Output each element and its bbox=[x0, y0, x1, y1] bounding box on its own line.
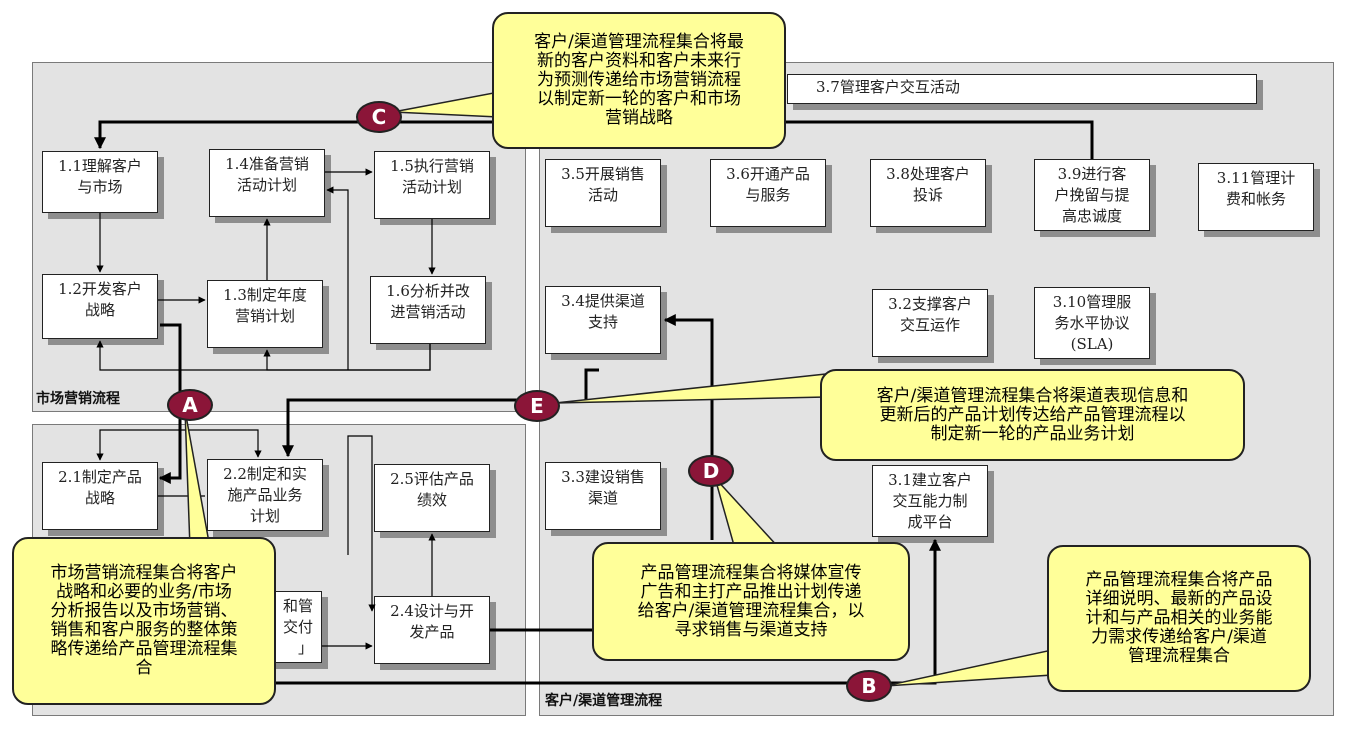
box-1-6-analyze-improve-marketing[interactable]: 1.6分析并改 进营销活动 bbox=[370, 276, 486, 344]
callout-a: 市场营销流程集合将客户 战略和必要的业务/市场 分析报告以及市场营销、 销售和客… bbox=[12, 537, 276, 705]
box-3-4-channel-support[interactable]: 3.4提供渠道 支持 bbox=[545, 286, 661, 354]
callout-e: 客户/渠道管理流程集合将渠道表现信息和 更新后的产品计划传达给产品管理流程以 制… bbox=[820, 369, 1245, 461]
box-3-7-manage-customer-interaction[interactable]: 3.7管理客户交互活动 bbox=[787, 74, 1257, 104]
marker-a: A bbox=[167, 389, 213, 421]
callout-c: 客户/渠道管理流程集合将最 新的客户资料和客户未来行 为预测传递给市场营销流程 … bbox=[492, 12, 786, 149]
box-3-1-customer-interaction-platform[interactable]: 3.1建立客户 交互能力制 成平台 bbox=[872, 465, 988, 537]
marker-b: B bbox=[846, 670, 892, 702]
callout-d: 产品管理流程集合将媒体宣传 广告和主打产品推出计划传递 给客户/渠道管理流程集合… bbox=[592, 542, 910, 661]
customer-panel-title: 客户/渠道管理流程 bbox=[545, 693, 663, 709]
box-3-11-billing-accounts[interactable]: 3.11管理计 费和帐务 bbox=[1198, 163, 1314, 231]
box-2-4-design-develop-product[interactable]: 2.4设计与开 发产品 bbox=[374, 596, 490, 664]
box-1-1-understand-customer-market[interactable]: 1.1理解客户 与市场 bbox=[42, 151, 158, 213]
box-1-5-execute-campaign-plan[interactable]: 1.5执行营销 活动计划 bbox=[374, 151, 490, 219]
box-3-2-support-interaction-ops[interactable]: 3.2支撑客户 交互运作 bbox=[872, 289, 988, 357]
marker-c: C bbox=[356, 101, 402, 133]
box-1-2-develop-customer-strategy[interactable]: 1.2开发客户 战略 bbox=[42, 274, 158, 339]
marker-e: E bbox=[514, 390, 560, 422]
marker-d: D bbox=[688, 455, 734, 487]
marketing-panel-title: 市场营销流程 bbox=[36, 391, 120, 407]
box-3-6-provision-products-services[interactable]: 3.6开通产品 与服务 bbox=[710, 159, 826, 227]
box-1-3-annual-marketing-plan[interactable]: 1.3制定年度 营销计划 bbox=[207, 280, 323, 348]
box-2-2-product-business-plan[interactable]: 2.2制定和实 施产品业务 计划 bbox=[207, 459, 323, 531]
box-3-9-retention-loyalty[interactable]: 3.9进行客 户挽留与提 高忠诚度 bbox=[1034, 159, 1150, 231]
box-3-3-build-sales-channels[interactable]: 3.3建设销售 渠道 bbox=[545, 462, 661, 530]
box-1-4-prepare-campaign-plan[interactable]: 1.4准备营销 活动计划 bbox=[209, 149, 325, 217]
box-2-1-product-strategy[interactable]: 2.1制定产品 战略 bbox=[42, 462, 158, 530]
marketing-panel bbox=[32, 62, 526, 412]
box-3-8-handle-complaints[interactable]: 3.8处理客户 投诉 bbox=[870, 159, 986, 227]
box-2-5-evaluate-product-performance[interactable]: 2.5评估产品 绩效 bbox=[374, 464, 490, 532]
box-3-10-manage-sla[interactable]: 3.10管理服 务水平协议 (SLA) bbox=[1034, 287, 1150, 359]
box-3-5-sales-activities[interactable]: 3.5开展销售 活动 bbox=[545, 159, 661, 227]
callout-b: 产品管理流程集合将产品 详细说明、最新的产品设 计和与产品相关的业务能 力需求传… bbox=[1047, 545, 1311, 692]
